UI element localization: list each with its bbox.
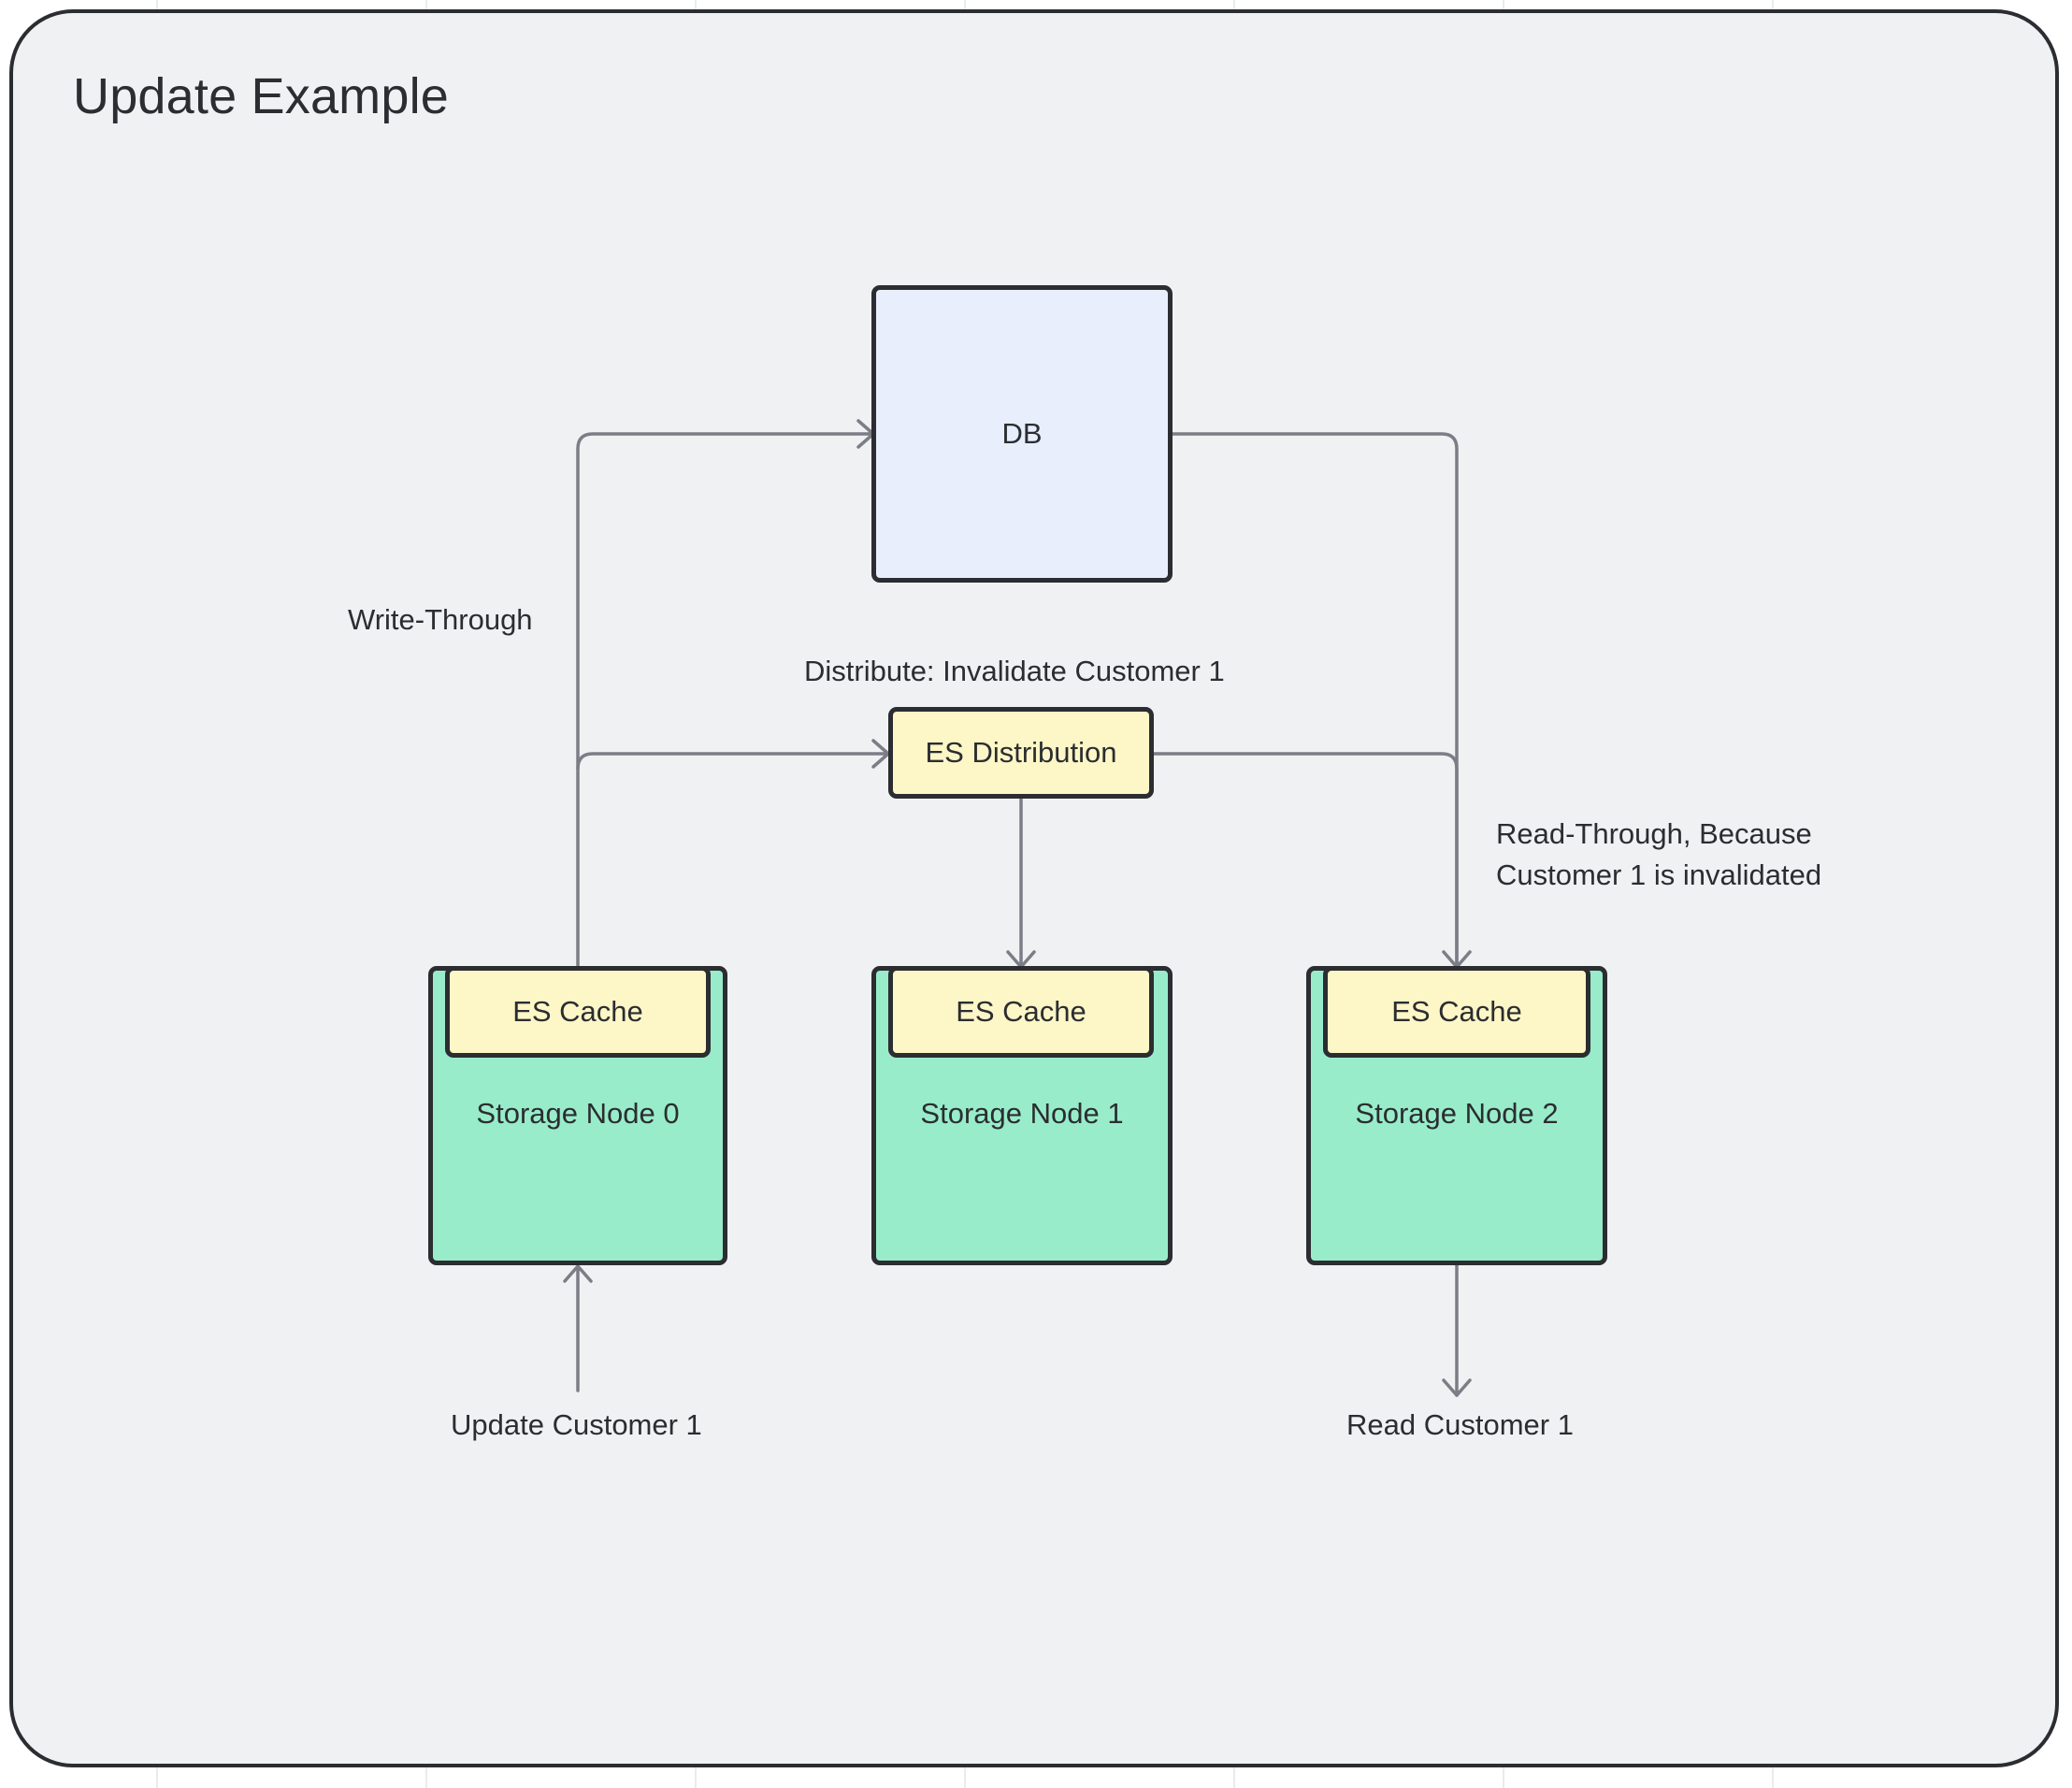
read-through-label-line-2[interactable]: Customer 1 is invalidated — [1496, 858, 1822, 891]
es-cache-0-label: ES Cache — [512, 995, 643, 1028]
es-distribution-node[interactable]: ES Distribution — [888, 707, 1154, 799]
write-through-label[interactable]: Write-Through — [348, 603, 533, 636]
read-through-label-line-1[interactable]: Read-Through, Because — [1496, 817, 1812, 850]
es-cache-node-2[interactable]: ES Cache — [1323, 966, 1590, 1058]
storage-node-0-label: Storage Node 0 — [476, 1097, 680, 1130]
update-customer-label[interactable]: Update Customer 1 — [451, 1408, 702, 1441]
db-label: DB — [1001, 417, 1043, 450]
distribute-label[interactable]: Distribute: Invalidate Customer 1 — [804, 655, 1225, 687]
db-node[interactable]: DB — [871, 285, 1173, 583]
frame-title: Update Example — [73, 68, 450, 124]
es-cache-node-1[interactable]: ES Cache — [888, 966, 1154, 1058]
read-customer-label[interactable]: Read Customer 1 — [1346, 1408, 1574, 1441]
storage-node-1-label: Storage Node 1 — [920, 1097, 1124, 1130]
storage-node-2-label: Storage Node 2 — [1355, 1097, 1559, 1130]
es-cache-node-0[interactable]: ES Cache — [445, 966, 711, 1058]
es-distribution-label: ES Distribution — [925, 736, 1117, 769]
es-cache-1-label: ES Cache — [956, 995, 1086, 1028]
es-cache-2-label: ES Cache — [1391, 995, 1522, 1028]
